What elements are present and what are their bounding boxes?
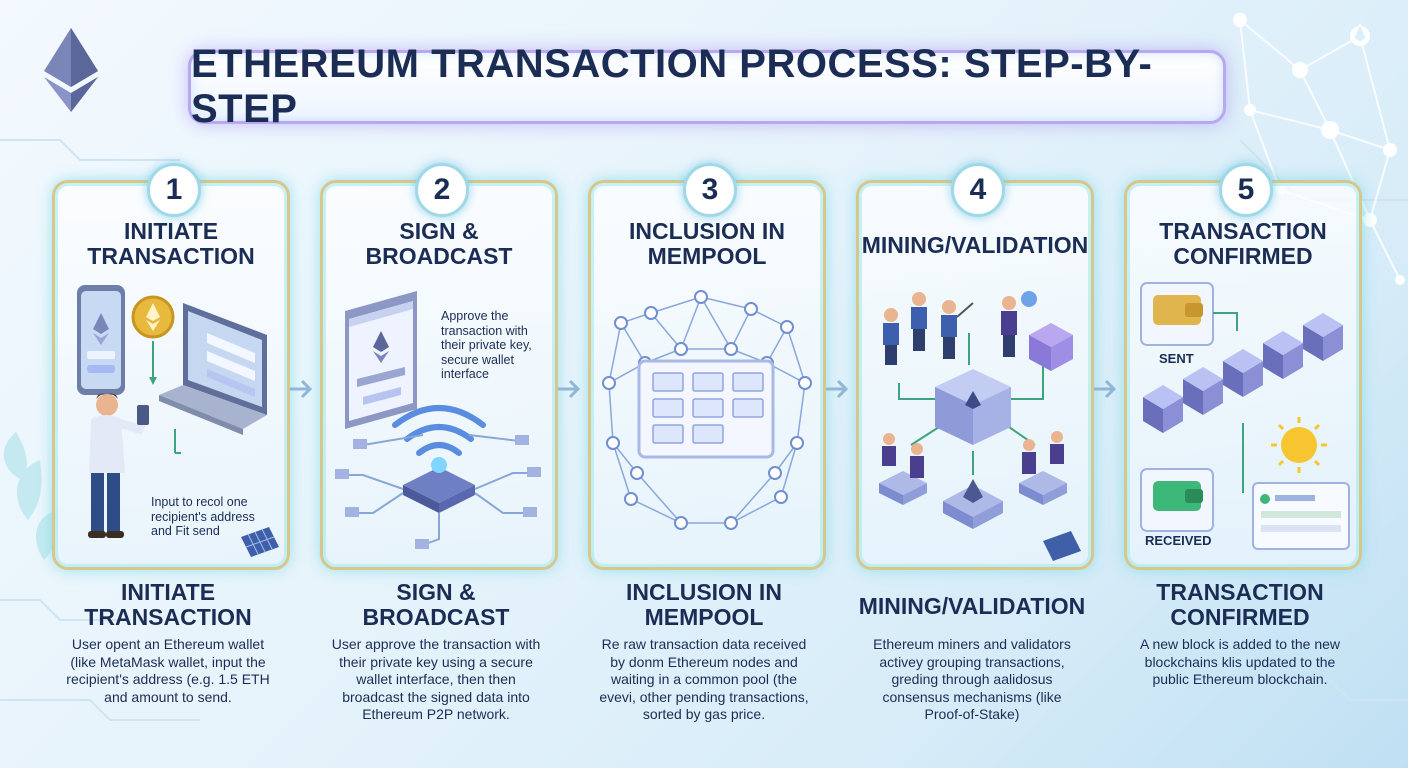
- step-card-1: 1 INITIATE TRANSACTION: [52, 163, 290, 570]
- card-title: INCLUSION IN MEMPOOL: [629, 218, 785, 269]
- title-banner: ETHEREUM TRANSACTION PROCESS: STEP-BY-ST…: [188, 42, 1226, 131]
- step-1-description: User opent an Ethereum wallet (like Meta…: [66, 636, 270, 705]
- card-title: SIGN & BROADCAST: [365, 218, 513, 269]
- mining-validation-illustration: [879, 291, 1081, 561]
- step-card-2: 2 SIGN & BROADCAST: [320, 163, 558, 570]
- arrow-right-icon: [290, 379, 313, 399]
- step-card-5: 5 TRANSACTION CONFIRMED: [1124, 163, 1362, 570]
- received-label: RECEIVED: [1145, 533, 1212, 548]
- step-4-heading: MINING/VALIDATION: [858, 593, 1086, 619]
- step-card-4: 4 MINING/VALIDATION: [856, 163, 1094, 570]
- step-number-badge: 1: [147, 163, 201, 217]
- arrow-right-icon: [558, 379, 581, 399]
- card-title: MINING/VALIDATION: [861, 232, 1089, 258]
- step-3-heading: INCLUSION IN MEMPOOL: [626, 579, 782, 630]
- step-number-badge: 3: [683, 163, 737, 217]
- arrow-right-icon: [1094, 379, 1117, 399]
- ethereum-logo-icon: [44, 28, 98, 112]
- step-number-badge: 4: [951, 163, 1005, 217]
- step-3-description: Re raw transaction data received by donm…: [599, 636, 809, 722]
- step-card-3: 3 INCLUSION IN MEMPOOL: [588, 163, 826, 570]
- page-title: ETHEREUM TRANSACTION PROCESS: STEP-BY-ST…: [191, 42, 1153, 131]
- step-4-description: Ethereum miners and validators activey g…: [873, 636, 1071, 722]
- step-5-heading: TRANSACTION CONFIRMED: [1156, 579, 1324, 630]
- sent-label: SENT: [1159, 351, 1194, 366]
- transaction-confirmed-illustration: [1140, 282, 1350, 550]
- step-2-heading: SIGN & BROADCAST: [362, 579, 510, 630]
- sign-broadcast-illustration: [335, 291, 541, 549]
- card-title: INITIATE TRANSACTION: [87, 218, 255, 269]
- illustration-note: Input to recol one recipient's address a…: [151, 495, 255, 538]
- arrow-right-icon: [826, 379, 849, 399]
- step-5-description: A new block is added to the new blockcha…: [1139, 636, 1341, 687]
- initiate-transaction-illustration: [77, 285, 279, 557]
- card-title: TRANSACTION CONFIRMED: [1159, 218, 1327, 269]
- illustration-note: Approve the transaction with their priva…: [441, 309, 532, 381]
- mempool-network-illustration: [602, 290, 812, 530]
- step-1-heading: INITIATE TRANSACTION: [84, 579, 252, 630]
- step-number-badge: 5: [1219, 163, 1273, 217]
- step-2-description: User approve the transaction with their …: [331, 636, 541, 722]
- step-number-badge: 2: [415, 163, 469, 217]
